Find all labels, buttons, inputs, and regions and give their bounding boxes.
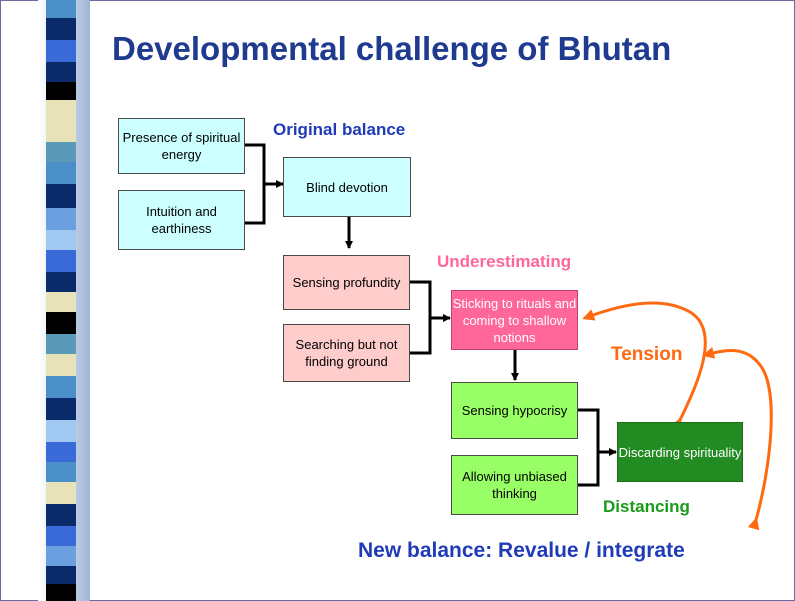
page-title: Developmental challenge of Bhutan	[112, 30, 672, 67]
label-new-balance: New balance: Revalue / integrate	[358, 539, 685, 562]
bracket-original	[245, 143, 283, 225]
bracket-distancing	[578, 408, 616, 487]
label-underestimating: Underestimating	[437, 252, 572, 271]
box-hypocrisy: Sensing hypocrisy	[451, 382, 578, 439]
box-presence: Presence of spiritual energy	[118, 118, 245, 174]
box-intuition: Intuition and earthiness	[118, 190, 245, 250]
tension-curve-2	[702, 346, 773, 531]
box-sticking: Sticking to rituals and coming to shallo…	[451, 290, 578, 350]
bracket-underestimating	[410, 280, 450, 355]
label-original-balance: Original balance	[273, 120, 406, 139]
box-profundity: Sensing profundity	[283, 255, 410, 310]
tension-curve-1	[582, 301, 707, 431]
label-tension: Tension	[611, 344, 683, 365]
label-distancing: Distancing	[603, 497, 690, 516]
box-blind-devotion: Blind devotion	[283, 157, 411, 217]
box-unbiased: Allowing unbiased thinking	[451, 455, 578, 515]
decorative-color-strip	[38, 0, 88, 601]
box-searching: Searching but not finding ground	[283, 324, 410, 382]
box-discarding: Discarding spirituality	[617, 422, 743, 482]
